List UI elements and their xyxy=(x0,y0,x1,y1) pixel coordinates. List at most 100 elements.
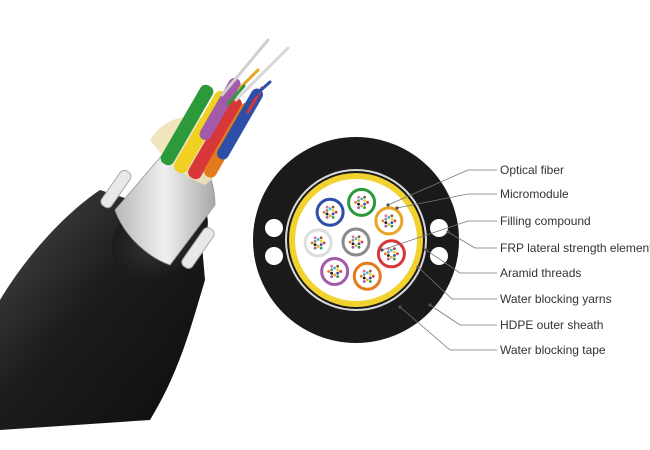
fiber-dot xyxy=(360,204,363,208)
fiber-dot xyxy=(328,214,332,218)
strength-rod-right xyxy=(181,227,215,269)
fiber-dot xyxy=(393,219,397,223)
fiber-dot xyxy=(336,264,340,268)
fiber-dot xyxy=(390,214,394,218)
leader-optical-fiber xyxy=(387,169,497,206)
fiber-dot xyxy=(331,215,335,219)
label-micromodule: Micromodule xyxy=(500,187,569,201)
fiber-dot xyxy=(368,280,372,283)
fiber-dot xyxy=(357,195,360,199)
fiber-dot xyxy=(325,215,329,219)
fiber-dot xyxy=(331,209,335,212)
callout-dots xyxy=(380,203,450,309)
fiber-dot xyxy=(368,276,372,280)
callout-dot xyxy=(416,265,420,269)
micromodule-tube xyxy=(347,187,377,217)
frp-rod xyxy=(265,247,283,265)
fiber-dot xyxy=(357,238,361,242)
fiber-dot xyxy=(387,223,391,226)
fiber-dot xyxy=(362,276,366,280)
fiber-dot xyxy=(330,275,334,279)
fiber-dot xyxy=(368,273,372,276)
fiber-dot xyxy=(371,274,375,278)
fiber-dot xyxy=(313,243,317,247)
fiber-dot xyxy=(384,224,388,228)
fiber-dot xyxy=(393,254,396,257)
frp-strength-elements xyxy=(265,219,448,265)
label-water-blocking-yarns: Water blocking yarns xyxy=(500,292,612,306)
fiber-dot xyxy=(319,236,323,240)
fiber-dot xyxy=(357,202,360,206)
fiber-dot xyxy=(357,245,361,249)
fiber-dot xyxy=(330,271,334,275)
fiber-dot xyxy=(363,195,366,199)
fiber-dot xyxy=(366,201,369,204)
fiber-dot xyxy=(319,239,323,243)
fiber-dot xyxy=(313,236,317,240)
micromodule-tube xyxy=(376,239,406,269)
fiber-dot xyxy=(322,241,326,245)
fiber-dot xyxy=(348,240,352,244)
fiber-dot xyxy=(362,280,366,283)
label-filling-compound: Filling compound xyxy=(500,214,591,228)
fiber-dot xyxy=(325,209,329,212)
micromodule-tube xyxy=(303,228,333,258)
fiber-dot xyxy=(333,273,337,277)
fiber-dot xyxy=(393,250,396,254)
frp-rod xyxy=(430,247,448,265)
micromodule-group xyxy=(303,187,406,291)
fiber-dot xyxy=(327,270,331,273)
fiber-dot xyxy=(328,207,332,211)
callout-dot xyxy=(424,248,428,252)
fiber-dot xyxy=(368,269,372,273)
fiber-dot xyxy=(390,248,393,252)
fiber-dot xyxy=(313,246,317,250)
fiber-dot xyxy=(384,252,387,256)
callout-dot xyxy=(446,230,450,234)
fiber-dot xyxy=(319,243,323,247)
callout-dot xyxy=(428,303,432,307)
fiber-dot xyxy=(334,210,338,214)
fiber-dot xyxy=(396,252,399,256)
fiber-dot xyxy=(313,239,317,243)
fiber-dot xyxy=(384,221,388,225)
fiber-dot xyxy=(330,268,334,272)
leader-aramid xyxy=(425,249,497,274)
fiber-dot xyxy=(336,268,340,272)
fiber-dot xyxy=(319,246,323,250)
label-hdpe-outer-sheath: HDPE outer sheath xyxy=(500,318,604,332)
fiber-dot xyxy=(365,271,369,275)
fiber-dot xyxy=(390,217,394,221)
fiber-dot xyxy=(325,212,329,216)
leader-frp xyxy=(447,231,497,249)
fiber-dot xyxy=(351,235,355,239)
fiber-dot xyxy=(351,238,355,242)
fiber-dot xyxy=(310,241,314,245)
fiber-dot xyxy=(363,199,367,203)
micromodule-tube xyxy=(352,261,382,291)
fiber-dot xyxy=(363,202,367,206)
fiber-dot xyxy=(359,274,363,278)
fiber-dot xyxy=(316,238,320,241)
fiber-dot xyxy=(336,275,340,279)
fiber-dot xyxy=(357,235,361,239)
fiber-dot xyxy=(325,205,329,209)
fiber-dot xyxy=(360,197,363,201)
exposed-fibers xyxy=(220,38,290,114)
callout-dot xyxy=(386,203,390,207)
fiber-dot xyxy=(362,273,366,276)
fiber-dot xyxy=(390,224,394,228)
fiber-dot xyxy=(357,242,361,246)
callout-dot xyxy=(380,248,384,252)
water-blocking-tape-ring xyxy=(285,169,427,311)
fiber-dot xyxy=(386,250,390,254)
callout-lines xyxy=(381,169,497,351)
leader-micromodule xyxy=(396,193,497,209)
fiber-dot xyxy=(384,214,388,218)
callout-dot xyxy=(398,305,402,309)
fiber-dot xyxy=(351,242,355,246)
fiber-dot xyxy=(386,254,390,257)
micromodule-tube xyxy=(320,256,350,286)
fiber-dot xyxy=(365,278,369,282)
